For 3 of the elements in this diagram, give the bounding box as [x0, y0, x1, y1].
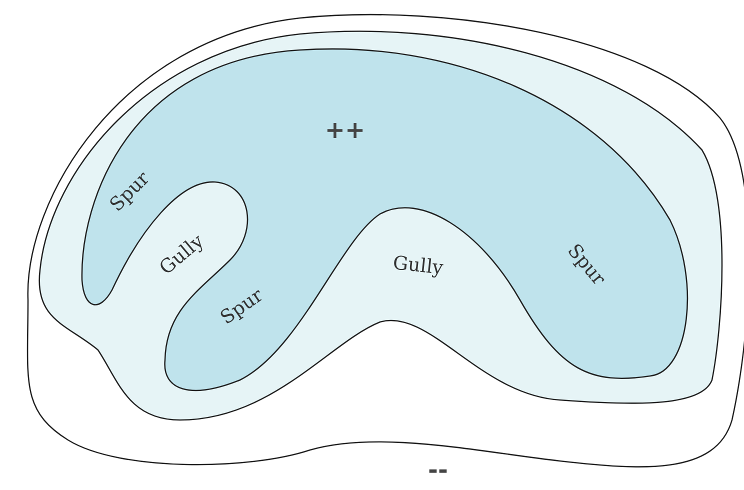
landform-label: Gully [392, 254, 444, 278]
elevation-sign: -- [428, 458, 448, 482]
elevation-sign: ++ [324, 118, 366, 142]
